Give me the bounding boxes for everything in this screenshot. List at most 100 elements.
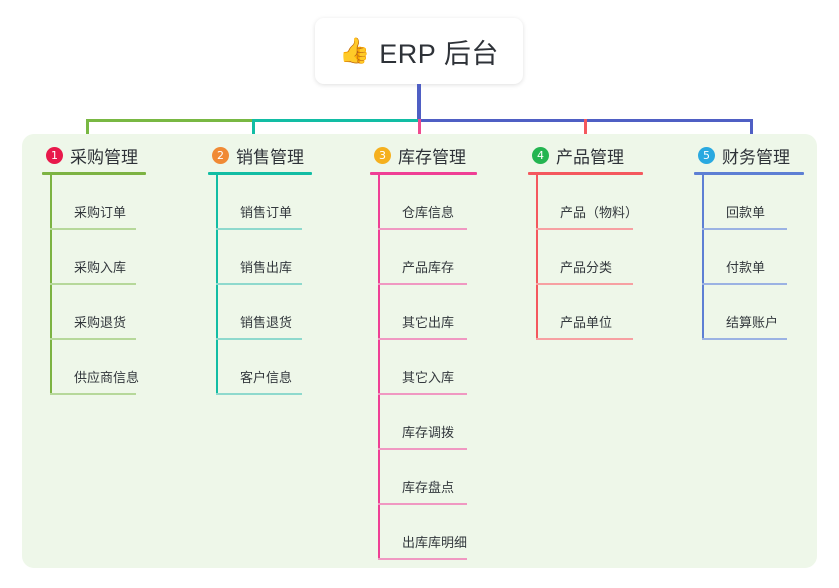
root-title: ERP 后台 [379,38,499,69]
branch-badge-4: 4 [532,146,549,164]
branch-items-1: 采购订单采购入库采购退货供应商信息 [42,175,146,395]
branch-title-1: 采购管理 [70,147,138,167]
branch-column-1[interactable]: 1 采购管理采购订单采购入库采购退货供应商信息 [42,142,146,395]
branch-spine-5 [702,175,704,340]
branch-header-rule-1 [42,172,146,175]
branch-column-5[interactable]: 5 财务管理回款单付款单结算账户 [694,142,804,340]
leaf-item[interactable]: 客户信息 [208,340,312,395]
leaf-label: 产品分类 [560,260,613,275]
segment-teal [253,119,420,122]
branch-badge-3: 3 [374,146,391,164]
stub-2 [252,119,255,143]
branch-title-3: 库存管理 [398,147,466,167]
leaf-item[interactable]: 仓库信息 [370,175,477,230]
leaf-item[interactable]: 库存盘点 [370,450,477,505]
branch-title-2: 销售管理 [236,147,304,167]
branch-spine-1 [50,175,52,395]
trunk-line [417,84,421,122]
leaf-rule [378,228,467,230]
leaf-rule [536,338,633,340]
leaf-label: 其它入库 [402,370,455,385]
branch-header-rule-3 [370,172,477,175]
leaf-item[interactable]: 产品库存 [370,230,477,285]
branch-title-4: 产品管理 [556,147,624,167]
leaf-item[interactable]: 付款单 [694,230,804,285]
stub-1 [86,119,89,143]
branch-header-4[interactable]: 4 产品管理 [528,142,643,168]
branch-header-rule-4 [528,172,643,175]
leaf-label: 供应商信息 [74,370,140,385]
leaf-item[interactable]: 供应商信息 [42,340,146,395]
leaf-label: 销售订单 [240,205,293,220]
leaf-label: 销售出库 [240,260,293,275]
leaf-item[interactable]: 出库库明细 [370,505,477,560]
leaf-rule [216,228,302,230]
leaf-rule [216,393,302,395]
leaf-rule [50,283,136,285]
leaf-item[interactable]: 销售订单 [208,175,312,230]
leaf-label: 采购退货 [74,315,127,330]
leaf-item[interactable]: 销售退货 [208,285,312,340]
leaf-label: 客户信息 [240,370,293,385]
leaf-rule [50,338,136,340]
leaf-item[interactable]: 采购订单 [42,175,146,230]
leaf-rule [378,393,467,395]
leaf-label: 销售退货 [240,315,293,330]
branch-badge-2: 2 [212,146,229,164]
leaf-item[interactable]: 回款单 [694,175,804,230]
leaf-item[interactable]: 产品分类 [528,230,643,285]
leaf-rule [378,338,467,340]
leaf-label: 采购入库 [74,260,127,275]
leaf-item[interactable]: 结算账户 [694,285,804,340]
leaf-label: 产品（物料） [560,205,639,220]
leaf-rule [50,228,136,230]
branch-items-4: 产品（物料） 产品分类产品单位 [528,175,643,340]
leaf-rule [536,283,633,285]
leaf-rule [216,338,302,340]
leaf-item[interactable]: 产品单位 [528,285,643,340]
leaf-label: 结算账户 [726,315,779,330]
leaf-label: 采购订单 [74,205,127,220]
root-node-content: 👍 ERP 后台 [339,32,499,71]
branch-column-4[interactable]: 4 产品管理产品（物料） 产品分类产品单位 [528,142,643,340]
leaf-rule [702,228,787,230]
leaf-rule [702,283,787,285]
leaf-item[interactable]: 采购退货 [42,285,146,340]
leaf-rule [378,448,467,450]
leaf-item[interactable]: 销售出库 [208,230,312,285]
leaf-rule [378,558,467,560]
branch-title-5: 财务管理 [722,147,790,167]
leaf-label: 产品库存 [402,260,455,275]
root-node[interactable]: 👍 ERP 后台 [315,18,523,84]
branch-items-3: 仓库信息产品库存其它出库其它入库库存调拨库存盘点出库库明细 [370,175,477,560]
branch-column-3[interactable]: 3 库存管理仓库信息产品库存其它出库其它入库库存调拨库存盘点出库库明细 [370,142,477,560]
leaf-label: 库存调拨 [402,425,455,440]
leaf-label: 付款单 [726,260,766,275]
leaf-item[interactable]: 产品（物料） [528,175,643,230]
leaf-item[interactable]: 采购入库 [42,230,146,285]
leaf-item[interactable]: 其它出库 [370,285,477,340]
branch-header-1[interactable]: 1 采购管理 [42,142,146,168]
leaf-label: 仓库信息 [402,205,455,220]
branch-items-5: 回款单付款单结算账户 [694,175,804,340]
leaf-rule [378,503,467,505]
branch-items-2: 销售订单销售出库销售退货客户信息 [208,175,312,395]
branch-header-5[interactable]: 5 财务管理 [694,142,804,168]
leaf-label: 产品单位 [560,315,613,330]
branch-spine-3 [378,175,380,560]
branch-spine-4 [536,175,538,340]
branch-panel [22,134,817,568]
branch-header-2[interactable]: 2 销售管理 [208,142,312,168]
branch-badge-1: 1 [46,146,63,164]
leaf-item[interactable]: 库存调拨 [370,395,477,450]
branch-badge-5: 5 [698,146,715,164]
branch-header-3[interactable]: 3 库存管理 [370,142,477,168]
branch-header-rule-2 [208,172,312,175]
branch-spine-2 [216,175,218,395]
branch-column-2[interactable]: 2 销售管理销售订单销售出库销售退货客户信息 [208,142,312,395]
leaf-label: 出库库明细 [402,535,468,550]
leaf-rule [702,338,787,340]
thumbs-up-icon: 👍 [339,36,371,65]
leaf-item[interactable]: 其它入库 [370,340,477,395]
